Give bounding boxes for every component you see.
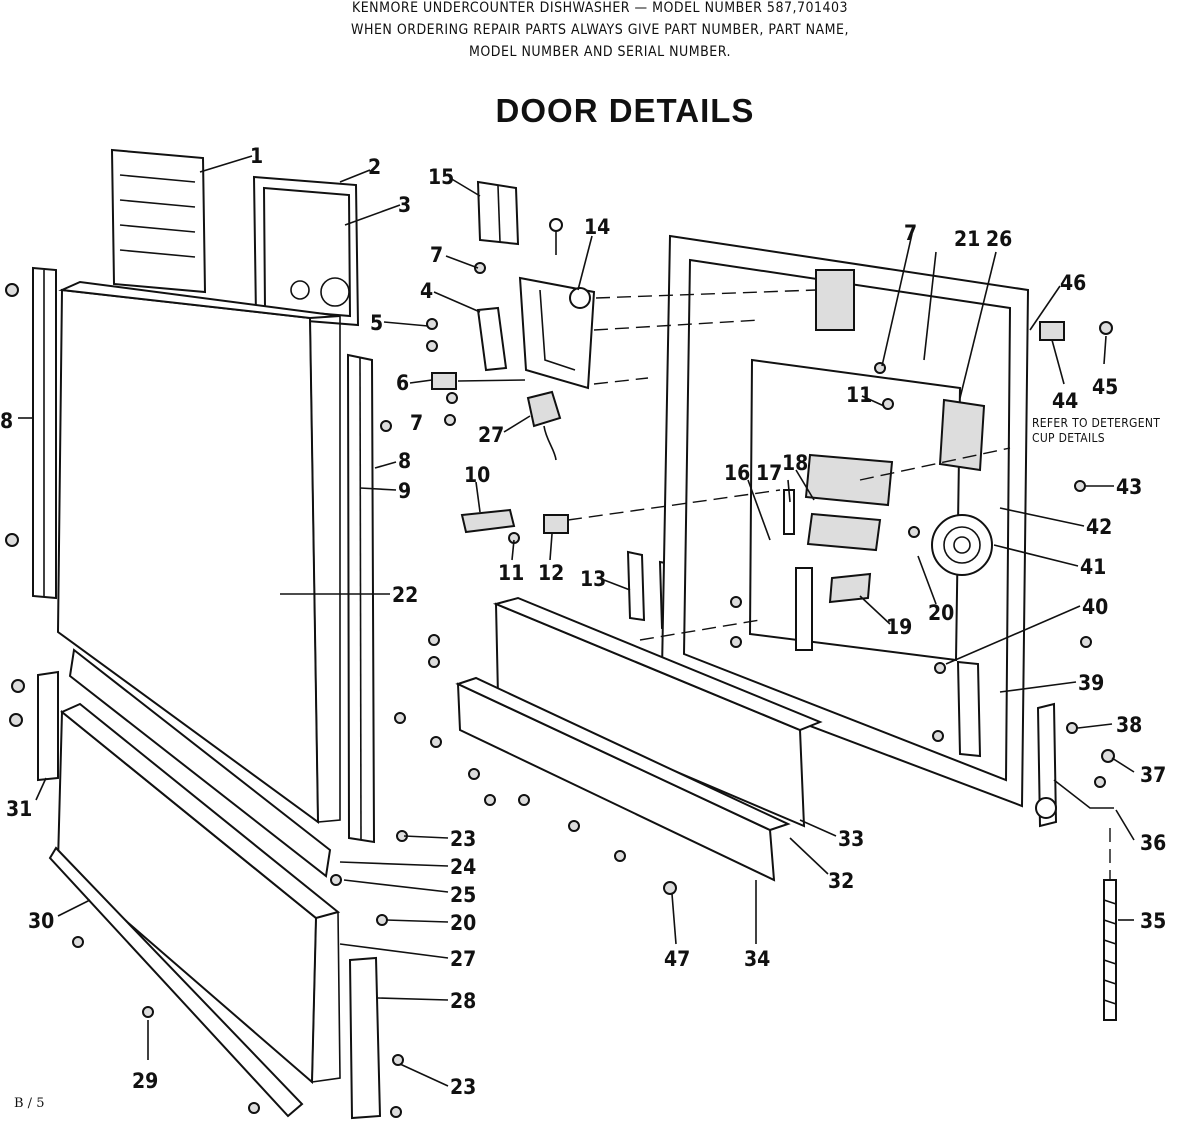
callout-38: 38 (1116, 713, 1142, 737)
part-9-right-side-trim (346, 353, 376, 844)
detergent-cup-note: REFER TO DETERGENT CUP DETAILS (1032, 416, 1200, 446)
part-2-3-panel-card (252, 175, 360, 327)
callout-39: 39 (1078, 671, 1104, 695)
callout-1: 1 (250, 144, 263, 168)
part-1-instruction-card (110, 148, 207, 294)
callout-2: 2 (368, 155, 381, 179)
callout-32: 32 (828, 869, 854, 893)
callout-23-top: 23 (450, 827, 476, 851)
part-8-left-side-trim (32, 266, 57, 600)
callout-3: 3 (398, 193, 411, 217)
callout-6: 6 (396, 371, 409, 395)
part-14-latch-assembly (518, 218, 596, 390)
callout-23-bottom: 23 (450, 1075, 476, 1099)
callout-36: 36 (1140, 831, 1166, 855)
part-16-17-rods (783, 489, 813, 651)
part-35-spring (1103, 879, 1117, 1021)
callout-40: 40 (1082, 595, 1108, 619)
part-46-hinge (815, 269, 855, 331)
callout-10: 10 (464, 463, 490, 487)
callout-17: 17 (756, 461, 782, 485)
callout-20-left: 20 (450, 911, 476, 935)
callout-19: 19 (886, 615, 912, 639)
callout-26: 26 (986, 227, 1012, 251)
callout-44: 44 (1052, 389, 1078, 413)
part-28-side-bracket (348, 956, 382, 1120)
callout-4: 4 (420, 279, 433, 303)
callout-7-top: 7 (430, 243, 443, 267)
callout-28: 28 (450, 989, 476, 1013)
note-line-2: CUP DETAILS (1032, 431, 1105, 445)
callout-5: 5 (370, 311, 383, 335)
part-27-cord-lever (526, 390, 562, 461)
callout-47: 47 (664, 947, 690, 971)
callout-37: 37 (1140, 763, 1166, 787)
callout-29: 29 (132, 1069, 158, 1093)
part-24-25-trim-strip (68, 648, 332, 878)
leader-lines (18, 155, 1135, 1087)
callout-14: 14 (584, 215, 610, 239)
part-36-38-hinge-arm (1035, 702, 1114, 828)
part-12-clip (543, 514, 569, 534)
callout-33: 33 (838, 827, 864, 851)
callout-43: 43 (1116, 475, 1142, 499)
callout-20-right: 20 (928, 601, 954, 625)
callout-22: 22 (392, 583, 418, 607)
diagram-title: DOOR DETAILS (495, 92, 755, 129)
part-6-switch (431, 372, 526, 390)
part-44-catch (1039, 321, 1065, 341)
part-31-end-cap (37, 670, 59, 782)
callout-9: 9 (398, 479, 411, 503)
callout-7-right: 7 (904, 221, 917, 245)
part-39-bracket (956, 660, 982, 758)
part-33-door-frame-rail (492, 596, 823, 828)
callout-27-top: 27 (478, 423, 504, 447)
header-line-3: MODEL NUMBER AND SERIAL NUMBER. (469, 44, 731, 60)
callout-24: 24 (450, 855, 476, 879)
callout-11-left: 11 (498, 561, 524, 585)
callout-15: 15 (428, 165, 454, 189)
part-10-switch (460, 508, 516, 534)
part-15-bracket (476, 180, 520, 246)
part-4-latch-lever (476, 306, 508, 372)
callout-25: 25 (450, 883, 476, 907)
screws (5, 262, 1115, 1118)
callout-45: 45 (1092, 375, 1118, 399)
header-line-1: KENMORE UNDERCOUNTER DISHWASHER — MODEL … (351, 0, 849, 16)
callout-12: 12 (538, 561, 564, 585)
callout-21: 21 (954, 227, 980, 251)
callout-34: 34 (744, 947, 770, 971)
callout-numbers: 1 2 3 15 14 7 4 5 6 7 27 8 8 9 10 11 12 … (0, 144, 1166, 1099)
part-18-dispenser (804, 453, 894, 552)
callout-7-mid: 7 (410, 411, 423, 435)
part-27-lower-panel (56, 702, 341, 1085)
part-30-kick-plate (48, 846, 304, 1118)
callout-35: 35 (1140, 909, 1166, 933)
callout-46: 46 (1060, 271, 1086, 295)
callout-30: 30 (28, 909, 54, 933)
callout-27-bottom: 27 (450, 947, 476, 971)
part-32-34-channel (455, 676, 791, 882)
part-41-rinse-aid (931, 514, 993, 576)
figure-code: B / 5 (14, 1096, 45, 1111)
part-22-outer-door-panel (56, 280, 341, 824)
callout-31: 31 (6, 797, 32, 821)
callout-8-left: 8 (0, 409, 13, 433)
callout-8-right: 8 (398, 449, 411, 473)
callout-41: 41 (1080, 555, 1106, 579)
part-19-lever (828, 572, 872, 604)
alignment-lines (567, 289, 1111, 880)
note-line-1: REFER TO DETERGENT (1032, 416, 1161, 430)
callout-13: 13 (580, 567, 606, 591)
part-26-cup-cover (938, 398, 986, 472)
callout-18: 18 (782, 451, 808, 475)
callout-16: 16 (724, 461, 750, 485)
callout-42: 42 (1086, 515, 1112, 539)
header-line-2: WHEN ORDERING REPAIR PARTS ALWAYS GIVE P… (351, 22, 849, 38)
callout-11-right: 11 (846, 383, 872, 407)
